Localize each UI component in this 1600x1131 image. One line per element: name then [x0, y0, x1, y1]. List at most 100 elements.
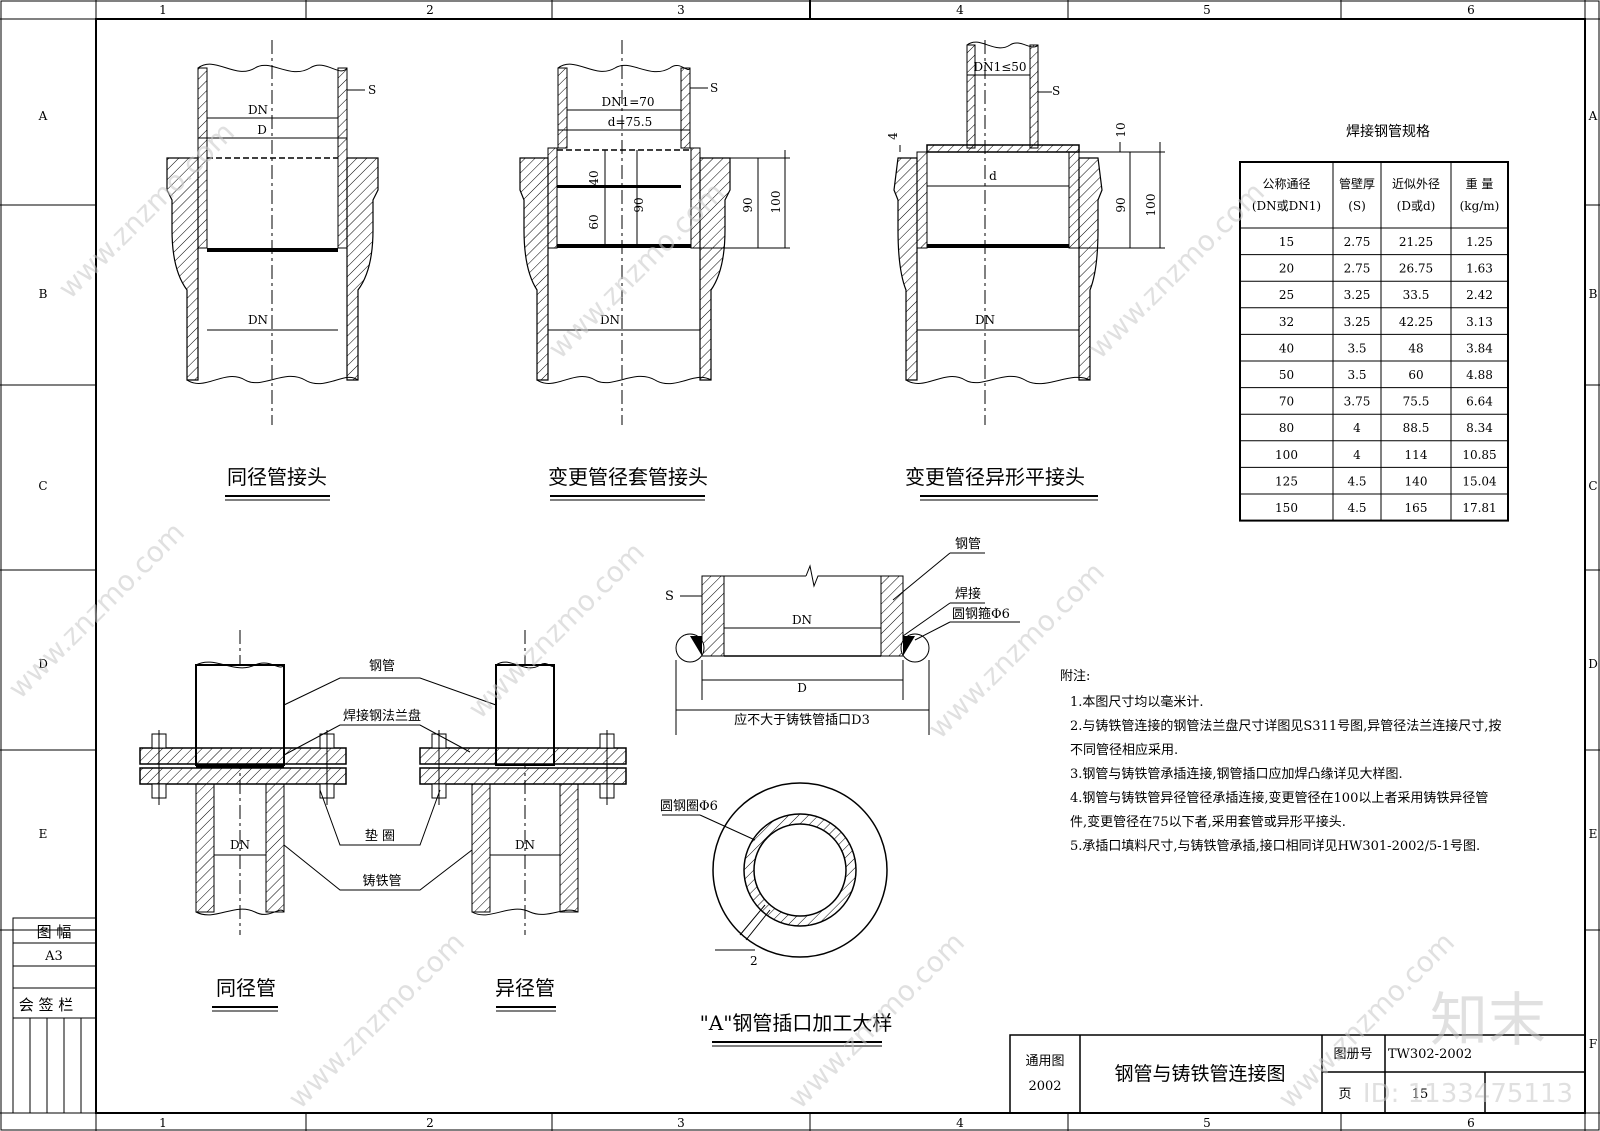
spec-cell: 4.5	[1347, 501, 1366, 515]
col-label-4-bottom: 4	[956, 1116, 964, 1130]
spec-cell: 10.85	[1462, 448, 1496, 462]
ring-detail-s-label: S	[665, 589, 674, 604]
col-label-5-bottom: 5	[1203, 1116, 1211, 1130]
flat-joint-100-label: 100	[1144, 194, 1158, 217]
spec-header-2-1: (D或d)	[1397, 199, 1436, 213]
spec-cell: 1.25	[1466, 235, 1493, 249]
spec-cell: 140	[1405, 474, 1428, 488]
row-label-c: C	[38, 479, 47, 493]
spec-cell: 70	[1279, 395, 1294, 409]
spec-cell: 150	[1275, 501, 1298, 515]
spec-header-1-1: (S)	[1348, 199, 1366, 213]
spec-cell: 2.75	[1344, 262, 1371, 276]
sheet-size-value: A3	[44, 949, 63, 964]
spec-cell: 3.25	[1344, 288, 1371, 302]
grid-labels: 1 2 3 4 5 6 1 2 3 4 5 6 A B C D E A B C …	[38, 3, 1598, 1130]
ring-detail-steel-pipe-label: 钢管	[955, 537, 981, 552]
flat-joint-90-label: 90	[1114, 197, 1128, 212]
spec-cell: 48	[1408, 341, 1423, 355]
sleeve-joint-90-label: 90	[632, 197, 646, 212]
flat-joint-title: 变更管径异形平接头	[905, 465, 1085, 489]
note-line-6: 件,变更管径在75以下者,采用套管或异形平接头.	[1070, 814, 1346, 830]
drawing-title: 钢管与铸铁管连接图	[1114, 1063, 1285, 1085]
same-joint-dn-label: DN	[248, 103, 268, 117]
watermark-brand: 知末	[1430, 986, 1546, 1054]
notes: 附注: 1.本图尺寸均以毫米计. 2.与铸铁管连接的钢管法兰盘尺寸详图见S311…	[1060, 669, 1501, 854]
row-label-e-right: E	[1589, 827, 1598, 841]
spec-cell: 32	[1279, 315, 1294, 329]
row-label-d: D	[38, 657, 48, 671]
sleeve-joint-dn-label: DN	[600, 313, 620, 327]
row-label-b-right: B	[1589, 287, 1598, 301]
page-number: 15	[1412, 1087, 1429, 1102]
spec-cell: 88.5	[1403, 421, 1430, 435]
spec-cell: 40	[1279, 341, 1294, 355]
flange-same-dn-label: DN	[230, 838, 250, 852]
same-joint-dn-bottom-label: DN	[248, 313, 268, 327]
spec-cell: 33.5	[1403, 288, 1430, 302]
flat-joint-d-label: d	[989, 169, 997, 183]
col-label-2-bottom: 2	[426, 1116, 434, 1130]
sleeve-joint-title: 变更管径套管接头	[548, 465, 708, 489]
spec-cell: 3.75	[1344, 395, 1371, 409]
spec-cell: 25	[1279, 288, 1294, 302]
spec-cell: 3.25	[1344, 315, 1371, 329]
col-label-5: 5	[1203, 3, 1211, 17]
spec-cell: 114	[1405, 448, 1428, 462]
spec-cell: 165	[1405, 501, 1428, 515]
spec-cell: 2.75	[1344, 235, 1371, 249]
spec-table: 焊接钢管规格 公称通径(DN或DN1)管壁厚(S)近似外径(D或d)重 量(kg…	[1239, 123, 1509, 522]
flange-steel-pipe-label: 钢管	[369, 659, 395, 674]
flange-same-title: 同径管	[216, 976, 276, 1000]
row-label-a-right: A	[1588, 109, 1598, 123]
flange-plate-label: 焊接钢法兰盘	[343, 708, 421, 724]
spec-header-1-0: 管壁厚	[1339, 176, 1375, 191]
flange-diff-title: 异径管	[495, 976, 555, 1000]
spec-cell: 3.13	[1466, 315, 1493, 329]
title-block: 通用图 2002 钢管与铸铁管连接图 图册号 TW302-2002 页 15	[1009, 1034, 1586, 1114]
sleeve-joint-drawing: DN1=70 d=75.5 DN S 40 60 90 90 100	[519, 40, 790, 425]
flange-diff-dn-label: DN	[515, 838, 535, 852]
flange-cast-pipe-label: 铸铁管	[362, 873, 401, 889]
sheet-size-label: 图 幅	[37, 923, 72, 941]
note-line-2: 2.与铸铁管连接的钢管法兰盘尺寸详图见S311号图,异管径法兰连接尺寸,按	[1070, 718, 1501, 734]
row-label-d-right: D	[1588, 657, 1598, 671]
same-diameter-joint-drawing: DN D DN S	[166, 40, 379, 425]
note-line-5: 4.钢管与铸铁管异径管径承插连接,变更管径在100以上者采用铸铁异径管	[1070, 790, 1488, 806]
atlas-number: TW302-2002	[1388, 1047, 1472, 1062]
spec-cell: 4	[1353, 448, 1361, 462]
countersign-label: 会 签 栏	[19, 996, 74, 1014]
spec-table-title: 焊接钢管规格	[1346, 123, 1430, 140]
sleeve-joint-dn1-label: DN1=70	[601, 95, 654, 109]
spec-cell: 42.25	[1399, 315, 1433, 329]
detail-a-title: "A"钢管插口加工大样	[700, 1011, 893, 1035]
page-label: 页	[1338, 1087, 1351, 1102]
spec-header-0-0: 公称通径	[1262, 177, 1310, 191]
flat-joint-dn-label: DN	[975, 313, 995, 327]
sleeve-joint-90b-label: 90	[741, 197, 755, 212]
spec-cell: 4	[1353, 421, 1361, 435]
note-line-7: 5.承插口填料尺寸,与铸铁管承插,接口相同详见HW301-2002/5-1号图.	[1070, 838, 1480, 854]
sleeve-joint-d-label: d=75.5	[608, 115, 652, 129]
spec-cell: 4.5	[1347, 474, 1366, 488]
spec-cell: 3.5	[1347, 368, 1366, 382]
note-line-1: 1.本图尺寸均以毫米计.	[1070, 694, 1204, 710]
row-label-c-right: C	[1588, 479, 1597, 493]
col-label-1: 1	[159, 3, 167, 17]
spec-cell: 20	[1279, 262, 1294, 276]
ring-detail-drawing: S DN D 应不大于铸铁管插口D3 钢管 焊接 圆钢箍Φ6	[665, 537, 1020, 735]
detail-a-drawing: 圆钢圈Φ6 2	[660, 782, 888, 968]
ring-detail-d-label: D	[797, 681, 807, 695]
flat-joint-dn1-label: DN1≤50	[973, 60, 1026, 74]
col-label-6: 6	[1467, 3, 1475, 17]
ring-detail-dn-label: DN	[792, 613, 812, 627]
flange-joint-drawings: DN DN 钢管 焊接钢法兰盘 垫 圈 铸铁管	[139, 630, 627, 935]
note-line-3: 不同管径相应采用.	[1070, 742, 1178, 758]
row-label-a: A	[38, 109, 48, 123]
detail-a-dim-label: 2	[750, 954, 758, 968]
spec-cell: 1.63	[1466, 262, 1493, 276]
spec-cell: 26.75	[1399, 262, 1433, 276]
same-joint-d-label: D	[257, 123, 267, 137]
spec-cell: 4.88	[1466, 368, 1493, 382]
